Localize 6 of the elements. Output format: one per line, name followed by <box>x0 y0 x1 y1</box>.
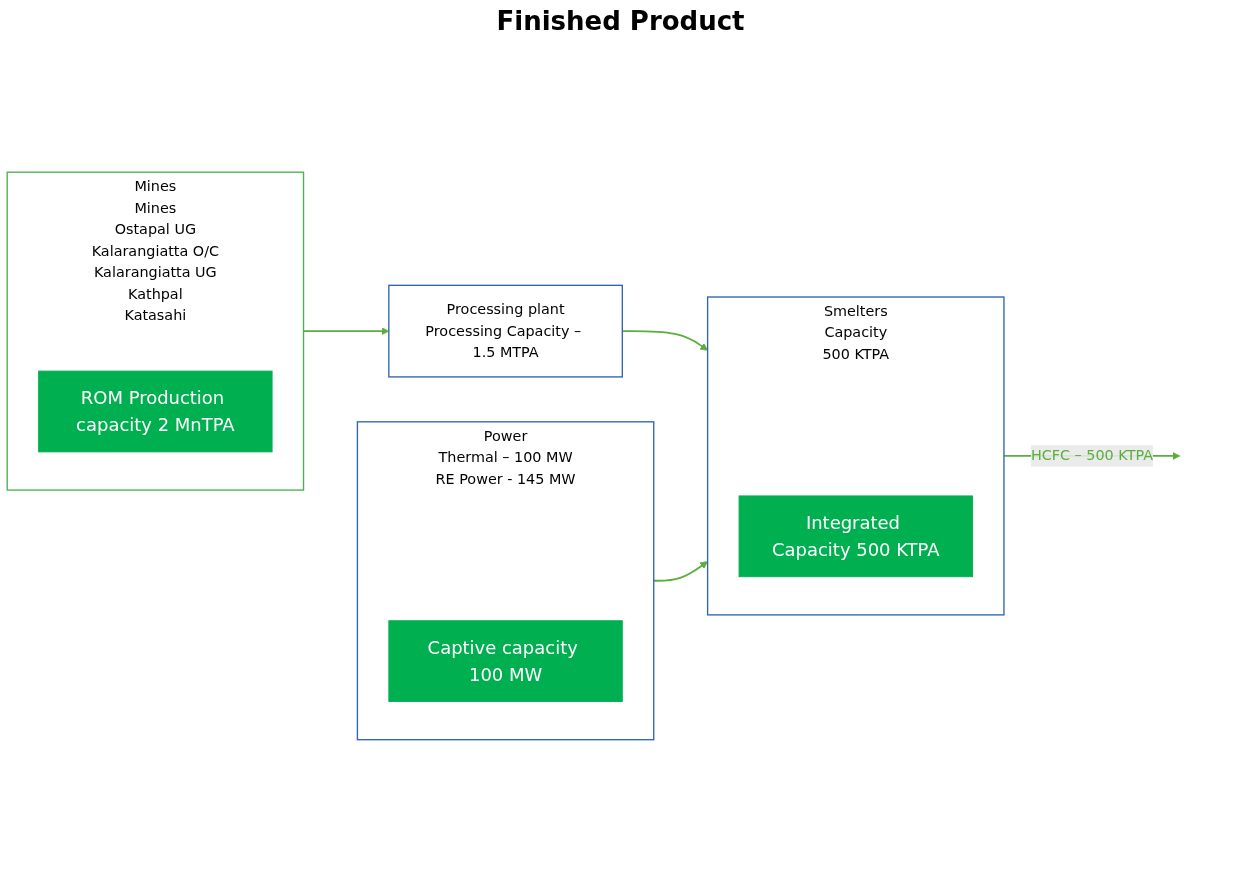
node-box: Processing plant Processing Capacity – 1.5 MTPA <box>388 284 623 378</box>
node-box: Integrated Capacity 500 KTPA <box>738 495 973 578</box>
section-heading: Finished Product <box>496 6 745 36</box>
edge-label: HCFC – 500 KTPA <box>1030 447 1153 465</box>
node-box: ROM Production capacity 2 MnTPA <box>38 370 273 453</box>
node-box: Captive capacity 100 MW <box>388 620 623 703</box>
